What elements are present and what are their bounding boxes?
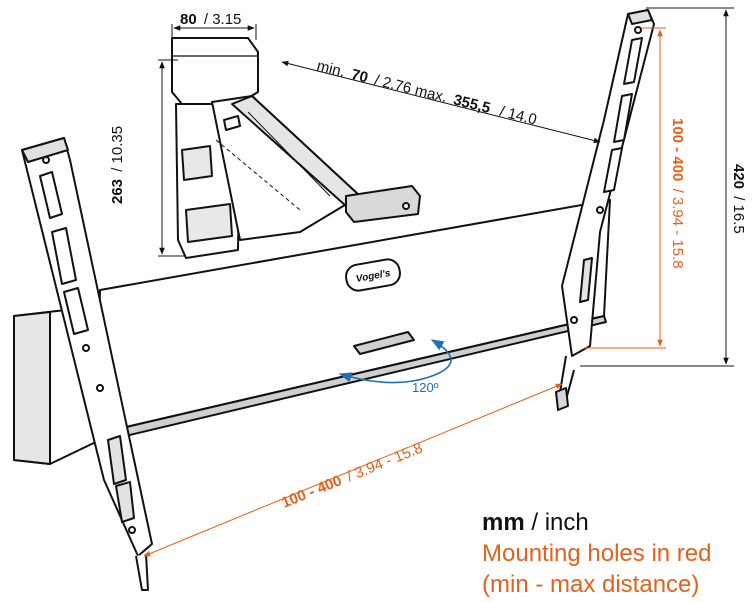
- right-strip: [555, 9, 655, 411]
- dim-lines: [158, 7, 734, 367]
- legend: mm / inch Mounting holes in red (min - m…: [482, 507, 750, 600]
- left-strip: [21, 137, 153, 591]
- horizontal-holes-label: 100 - 400 / 3.94 - 15.8: [279, 440, 425, 512]
- arm-joint: [345, 185, 421, 223]
- units-legend: mm / inch: [482, 509, 589, 536]
- depth-label: min. 70 / 2.76 max. 355,5 / 14.0: [315, 57, 538, 128]
- red-dim-lines: [143, 27, 666, 557]
- rotation-label: 120º: [412, 380, 439, 395]
- holes-note: Mounting holes in red: [482, 540, 712, 567]
- swing-arm: [211, 95, 361, 241]
- distance-note: (min - max distance): [482, 571, 700, 598]
- arm-height-label: 263 / 10.35: [109, 126, 126, 204]
- total-height-label: 420 / 16.5: [730, 164, 747, 234]
- vertical-holes-label: 100 - 400 / 3.94 - 15.8: [669, 118, 686, 269]
- arm-width-label: 80 / 3.15: [180, 11, 241, 28]
- brand-logo: Vogel's: [345, 258, 401, 292]
- rotation-arrow-icon: [338, 339, 452, 384]
